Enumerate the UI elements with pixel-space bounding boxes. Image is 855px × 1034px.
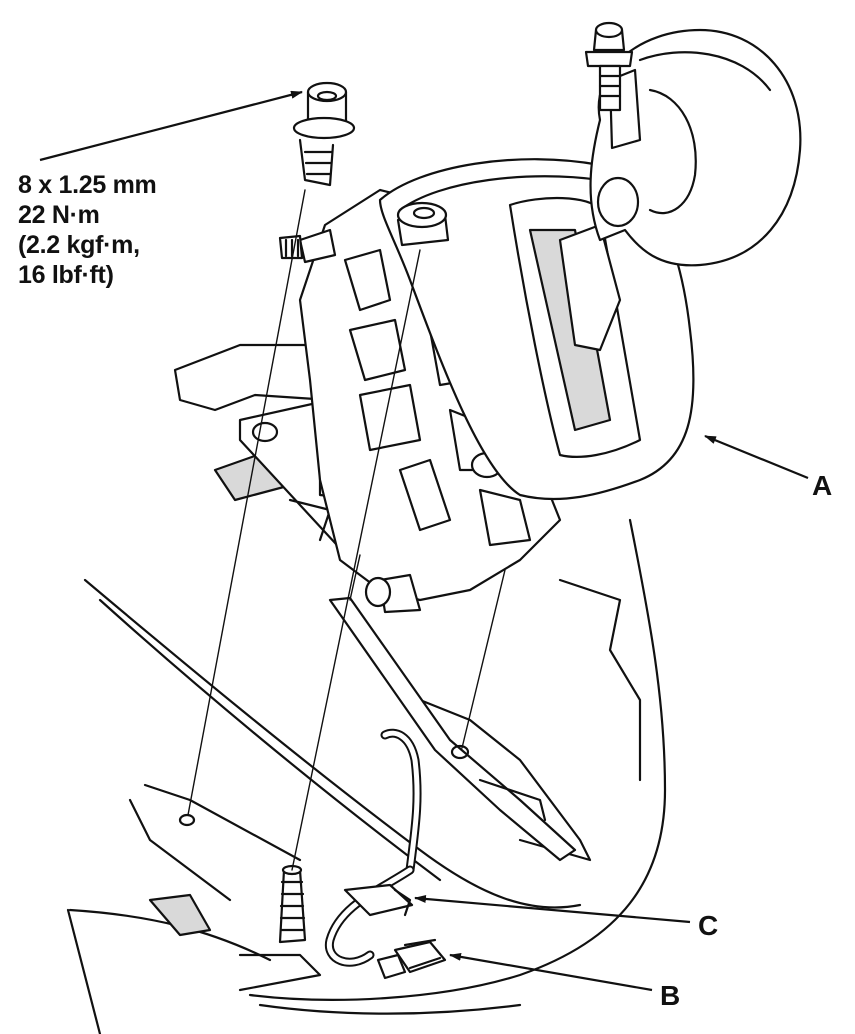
- callout-label-a: A: [812, 470, 833, 501]
- bolt-leader-arrow: [40, 90, 303, 160]
- connector-b: [378, 940, 445, 978]
- wire-harness: [329, 733, 417, 962]
- spec-torque-nm: 22 N·m: [18, 201, 100, 229]
- center-nut: [398, 203, 448, 245]
- callout-a-arrow: [704, 436, 808, 478]
- callout-b-arrow: [449, 952, 652, 990]
- shifter-mechanism: [280, 190, 560, 612]
- mounting-bracket: [330, 598, 575, 860]
- torque-spec: 8 x 1.25 mm 22 N·m (2.2 kgf·m, 16 lbf·ft…: [18, 170, 157, 290]
- alignment-lines: [188, 190, 505, 870]
- stud-bolt: [280, 866, 305, 942]
- shift-lever-knob: [560, 30, 800, 350]
- spec-torque-kgfm: (2.2 kgf·m,: [18, 231, 140, 259]
- leader-arrows: [40, 90, 808, 990]
- flange-bolt: [294, 83, 354, 185]
- callout-label-c: C: [698, 910, 719, 941]
- spec-torque-lbfft: 16 lbf·ft): [18, 261, 114, 289]
- knob-bolt: [586, 23, 632, 110]
- callout-label-b: B: [660, 980, 681, 1011]
- console-panel: [68, 520, 665, 1034]
- callout-c-arrow: [414, 894, 690, 922]
- spec-bolt-size: 8 x 1.25 mm: [18, 171, 157, 199]
